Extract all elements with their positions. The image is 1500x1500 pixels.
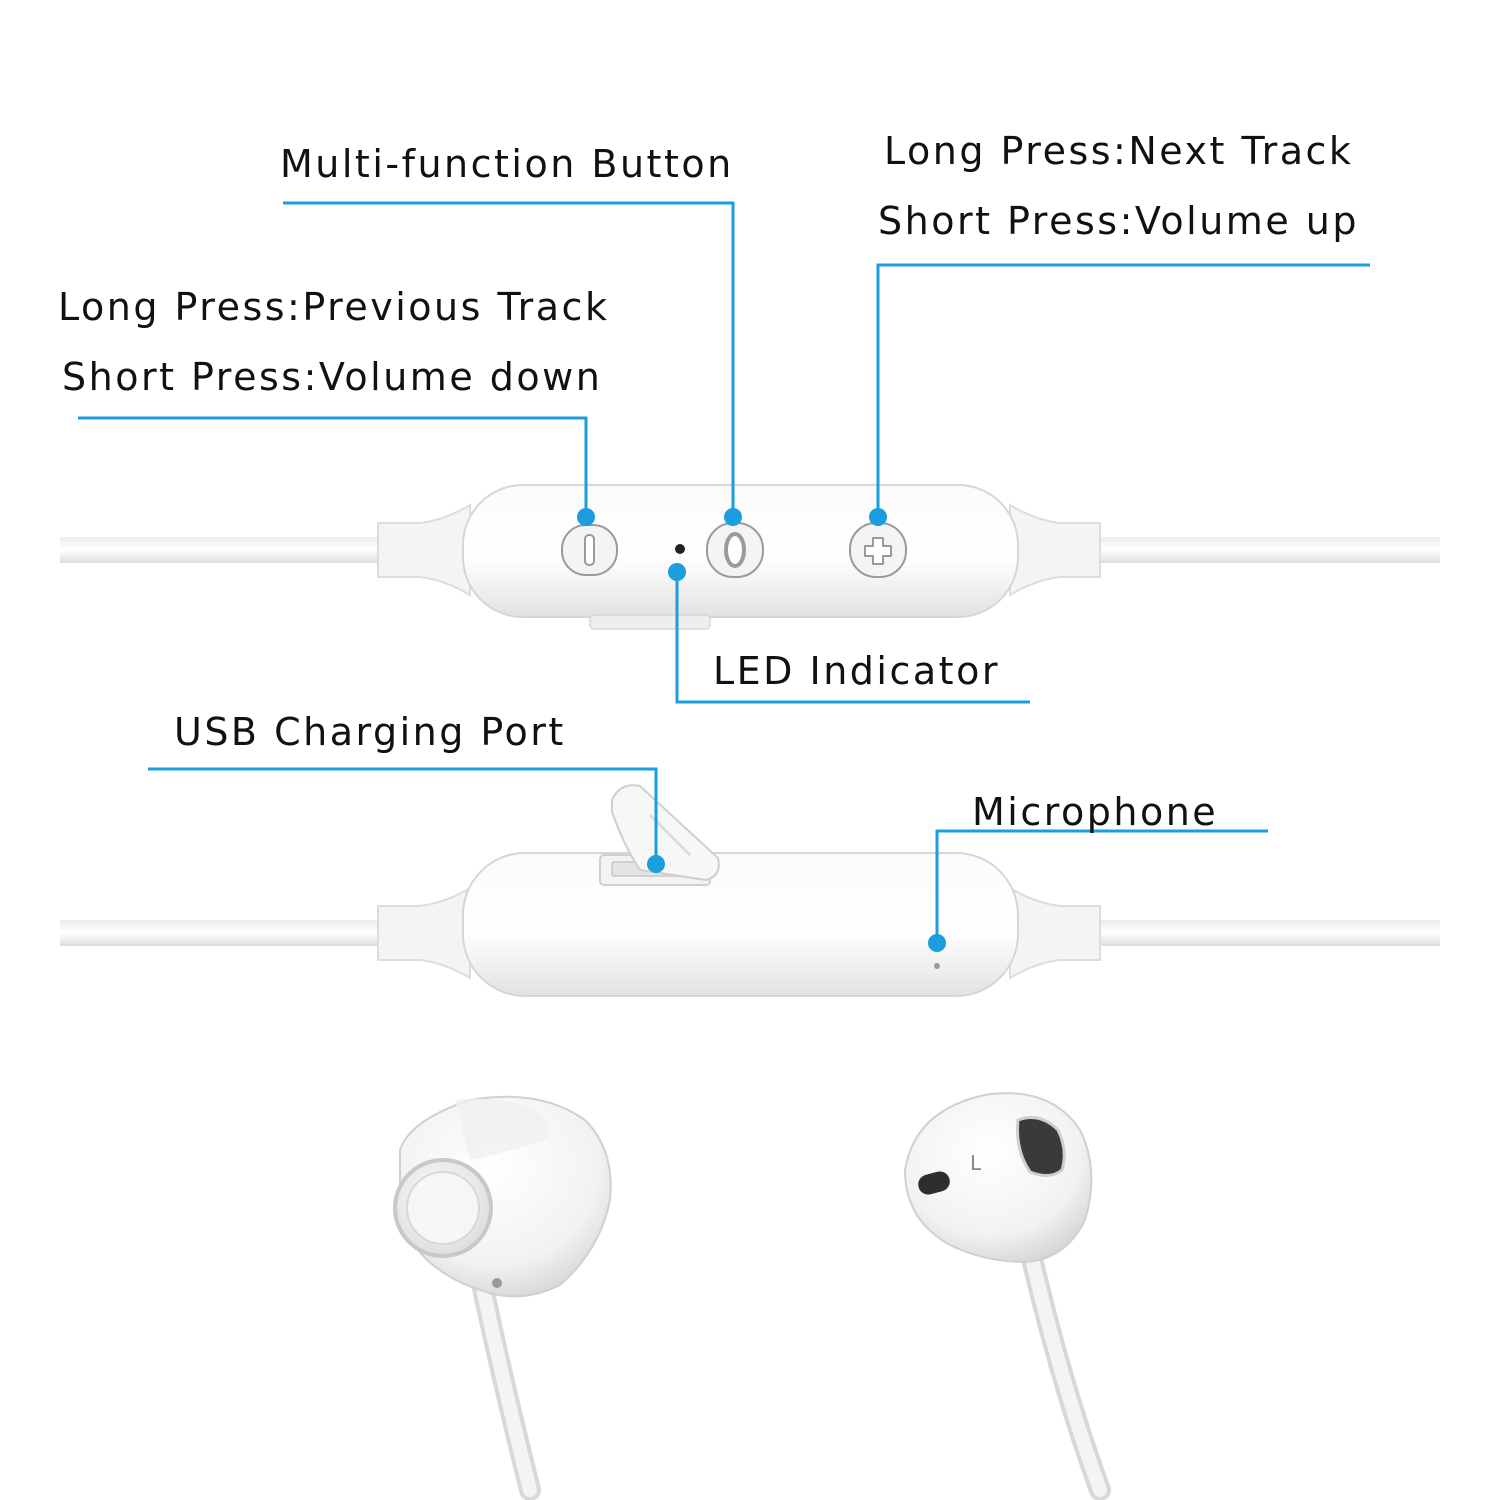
strain-relief-right xyxy=(1009,886,1101,980)
earbud-grille xyxy=(918,1171,950,1195)
label-next-track: Long Press:Next Track xyxy=(884,129,1354,173)
callout-line-led xyxy=(675,573,1030,704)
callout-line-microphone xyxy=(935,829,1268,940)
label-microphone: Microphone xyxy=(972,790,1219,834)
callout-line-volume-up xyxy=(876,263,1370,515)
volume-up-button[interactable] xyxy=(849,522,907,578)
label-multi-function-button: Multi-function Button xyxy=(280,142,734,186)
usb-cover-edge xyxy=(589,614,711,630)
remote-body xyxy=(462,852,1019,997)
label-led-indicator: LED Indicator xyxy=(713,649,1000,693)
remote-control-top xyxy=(60,484,1440,630)
cable-right xyxy=(1090,537,1440,563)
cable-right xyxy=(1090,920,1440,946)
cable-left xyxy=(60,920,390,946)
multi-function-button[interactable] xyxy=(706,522,764,578)
strain-relief-left xyxy=(377,886,471,980)
earbud-side-marking: L xyxy=(970,1151,982,1175)
callout-line-multi-function xyxy=(283,201,735,515)
callout-dot-multi-function xyxy=(724,508,742,526)
callout-dot-usb xyxy=(647,855,665,873)
circle-icon xyxy=(724,532,746,568)
strain-relief-right xyxy=(1009,503,1101,597)
label-usb-charging-port: USB Charging Port xyxy=(174,710,566,754)
label-previous-track: Long Press:Previous Track xyxy=(58,285,610,329)
label-volume-down: Short Press:Volume down xyxy=(62,355,603,399)
earbud-vent xyxy=(1016,1116,1066,1177)
callout-lines xyxy=(78,201,1370,940)
earbud-right: L xyxy=(903,1092,1111,1500)
callout-dot-led xyxy=(668,563,686,581)
strain-relief-left xyxy=(377,503,471,597)
plus-icon xyxy=(864,537,892,565)
callout-dot-volume-down xyxy=(577,508,595,526)
volume-down-button[interactable] xyxy=(561,524,618,576)
callout-line-volume-down xyxy=(78,416,588,515)
led-light xyxy=(675,544,685,554)
callout-line-usb xyxy=(148,767,658,862)
earbud-left xyxy=(393,1095,612,1500)
callout-dot-volume-up xyxy=(869,508,887,526)
microphone-hole xyxy=(934,963,940,969)
minus-icon xyxy=(584,534,595,566)
callout-dots xyxy=(577,508,946,952)
cable-left xyxy=(60,537,390,563)
label-volume-up: Short Press:Volume up xyxy=(878,199,1359,243)
remote-control-bottom xyxy=(60,784,1440,997)
callout-dot-microphone xyxy=(928,934,946,952)
